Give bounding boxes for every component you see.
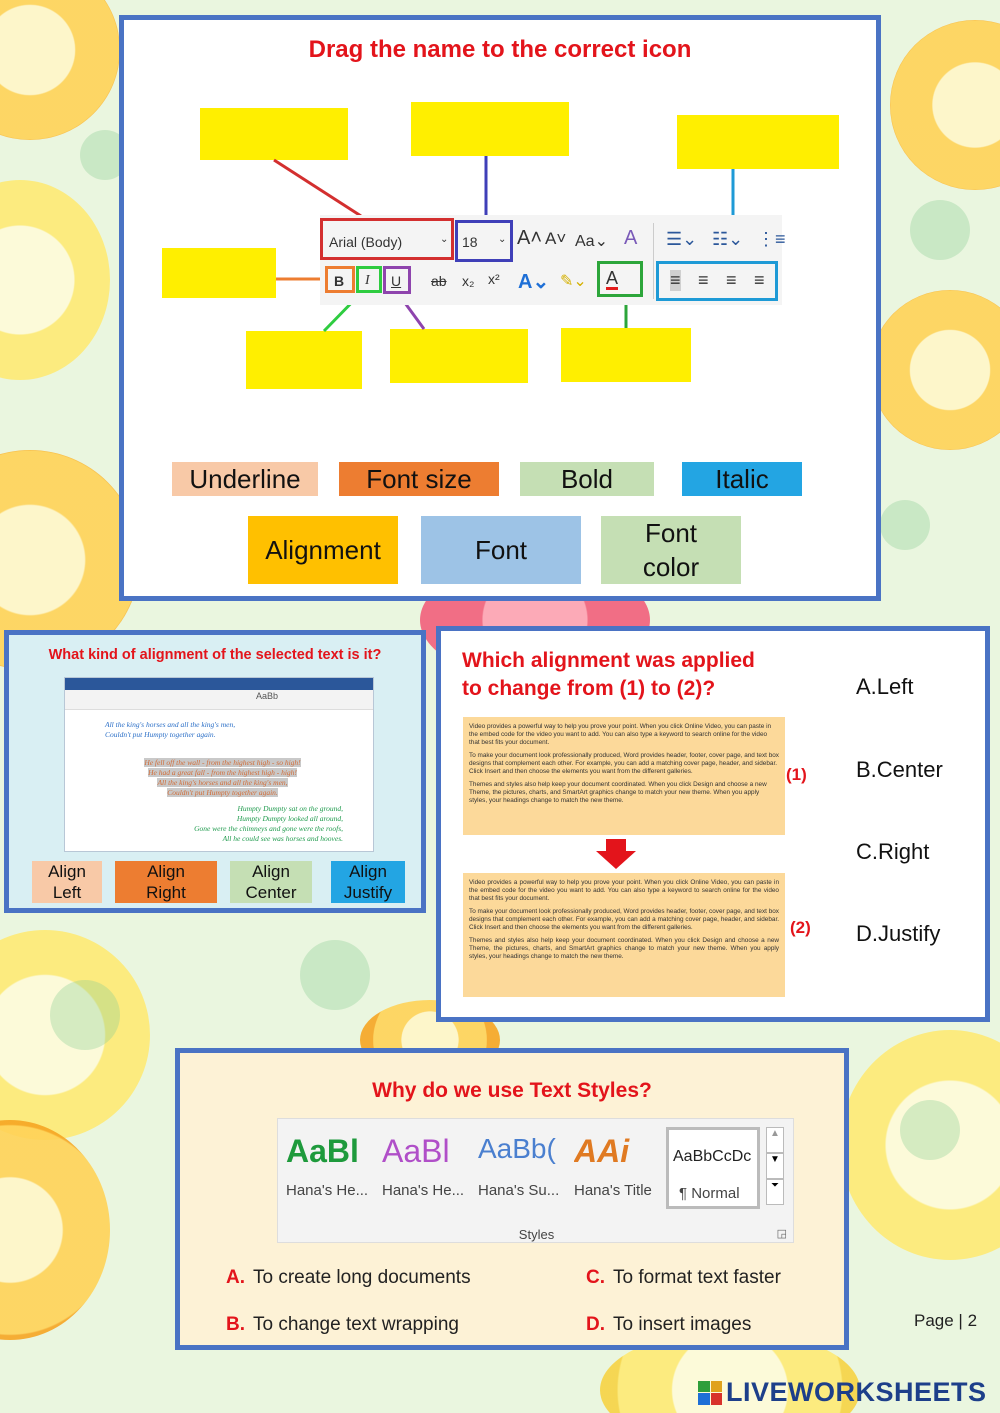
highlight-icon[interactable]: ✎⌄ xyxy=(560,273,587,290)
dialog-launcher-icon[interactable]: ◲ xyxy=(776,1228,787,1240)
choice-justify[interactable]: D.Justify xyxy=(856,921,941,946)
chevron-down-icon: ⌄ xyxy=(498,234,507,245)
label-font[interactable]: Font xyxy=(421,516,581,584)
bold-highlight xyxy=(325,266,355,293)
change-case-icon[interactable]: Aa⌄ xyxy=(575,233,608,250)
drop-zone-font-size[interactable] xyxy=(411,102,569,156)
justify-icon[interactable]: ≡ xyxy=(754,270,765,290)
font-size-highlight xyxy=(455,220,513,262)
tag-1: (1) xyxy=(786,765,807,784)
shrink-font-icon[interactable]: A˅ xyxy=(545,229,567,248)
style-heading-1[interactable]: AaBl Hana's He... xyxy=(286,1133,369,1199)
styles-gallery: AaBl Hana's He... AaBl Hana's He... AaBb… xyxy=(277,1118,794,1243)
choice-left[interactable]: A.Left xyxy=(856,674,914,699)
drop-zone-bold[interactable] xyxy=(162,248,276,298)
italic-highlight xyxy=(356,266,382,293)
numbering-icon[interactable]: ☷⌄ xyxy=(712,229,744,249)
choice-center[interactable]: B.Center xyxy=(856,757,943,782)
answer-b[interactable]: B.To change text wrapping xyxy=(226,1314,459,1335)
underline-highlight xyxy=(383,266,411,294)
align-left-icon[interactable]: ≡ xyxy=(670,270,681,291)
clear-formatting-icon[interactable]: A xyxy=(624,227,638,249)
font-color-icon[interactable]: A xyxy=(606,268,619,290)
label-underline[interactable]: Underline xyxy=(172,462,318,496)
alignment-question-panel: What kind of alignment of the selected t… xyxy=(4,630,426,913)
tag-2: (2) xyxy=(790,918,811,937)
grow-font-icon[interactable]: A˄ xyxy=(517,227,543,249)
underline-icon[interactable]: U xyxy=(391,273,402,289)
gallery-scroll[interactable]: ▲ ▼ ⏷ xyxy=(766,1127,784,1207)
strikethrough-icon[interactable]: ab xyxy=(431,273,447,289)
font-size-dropdown[interactable]: 18 xyxy=(462,234,478,250)
font-ribbon: Arial (Body) ⌄ 18 ⌄ A˄ A˅ Aa⌄ A ☰⌄ ☷⌄ ⋮≡… xyxy=(320,215,786,305)
text-styles-panel: Why do we use Text Styles? AaBl Hana's H… xyxy=(175,1048,849,1350)
drag-title: Drag the name to the correct icon xyxy=(308,36,692,63)
bold-icon[interactable]: B xyxy=(334,273,345,289)
paragraph-after: Video provides a powerful way to help yo… xyxy=(463,873,785,997)
page-number: Page | 2 xyxy=(914,1311,978,1330)
answer-c[interactable]: C.To format text faster xyxy=(586,1267,781,1288)
superscript-icon[interactable]: x² xyxy=(488,271,500,287)
poem-right: Humpty Dumpty sat on the ground, Humpty … xyxy=(194,804,343,843)
drop-zone-font-color[interactable] xyxy=(561,328,691,382)
answer-a[interactable]: A.To create long documents xyxy=(226,1267,471,1288)
drop-zone-font[interactable] xyxy=(200,108,348,160)
scroll-down-icon[interactable]: ▼ xyxy=(766,1153,784,1179)
arrow-down-icon xyxy=(596,839,636,869)
drag-drop-panel: Drag the name to the correct icon Arial … xyxy=(119,15,881,601)
bullets-icon[interactable]: ☰⌄ xyxy=(666,229,698,249)
subscript-icon[interactable]: x₂ xyxy=(462,273,475,289)
drop-zone-italic[interactable] xyxy=(246,331,362,389)
which-alignment-title: Which alignment was applied to change fr… xyxy=(462,649,755,700)
which-alignment-panel: Which alignment was applied to change fr… xyxy=(436,626,990,1022)
chevron-down-icon: ⌄ xyxy=(440,234,449,245)
scroll-up-icon[interactable]: ▲ xyxy=(766,1127,784,1153)
style-title[interactable]: AAi Hana's Title xyxy=(574,1133,652,1199)
style-normal[interactable]: AaBbCcDc ¶ Normal xyxy=(666,1127,760,1209)
text-styles-title: Why do we use Text Styles? xyxy=(372,1079,652,1102)
label-alignment[interactable]: Alignment xyxy=(248,516,398,584)
label-italic[interactable]: Italic xyxy=(682,462,802,496)
poem-selected: He fell off the wall - from the highest … xyxy=(144,758,301,797)
word-document-preview: AaBb All the king's horses and all the k… xyxy=(64,677,374,852)
italic-icon[interactable]: I xyxy=(365,273,370,288)
brand-logo: LIVEWORKSHEETS xyxy=(698,1377,987,1408)
align-center-icon[interactable]: ≡ xyxy=(698,270,709,290)
multilevel-list-icon[interactable]: ⋮≡ xyxy=(757,229,786,249)
label-font-color[interactable]: Font color xyxy=(601,516,741,584)
style-heading-2[interactable]: AaBl Hana's He... xyxy=(382,1133,465,1199)
more-styles-icon[interactable]: ⏷ xyxy=(766,1179,784,1205)
alignment-question-title: What kind of alignment of the selected t… xyxy=(48,647,382,663)
answer-d[interactable]: D.To insert images xyxy=(586,1314,752,1335)
label-font-size[interactable]: Font size xyxy=(339,462,499,496)
poem-left: All the king's horses and all the king's… xyxy=(105,720,236,739)
choice-right[interactable]: C.Right xyxy=(856,839,930,864)
label-bold[interactable]: Bold xyxy=(520,462,654,496)
alignment-highlight xyxy=(656,261,778,301)
font-color-highlight xyxy=(597,261,643,297)
font-highlight xyxy=(320,218,454,260)
font-name-dropdown[interactable]: Arial (Body) xyxy=(329,234,403,250)
drop-zone-underline[interactable] xyxy=(390,329,528,383)
brand-icon xyxy=(698,1380,722,1405)
text-effects-icon[interactable]: A⌄ xyxy=(518,271,550,293)
style-subtitle[interactable]: AaBb( Hana's Su... xyxy=(478,1133,560,1199)
styles-group-label: Styles xyxy=(518,1227,555,1242)
drop-zone-alignment[interactable] xyxy=(677,115,839,169)
brand-text: LIVEWORKSHEETS xyxy=(726,1377,987,1407)
paragraph-before: Video provides a powerful way to help yo… xyxy=(463,717,785,835)
align-right-icon[interactable]: ≡ xyxy=(726,270,737,290)
